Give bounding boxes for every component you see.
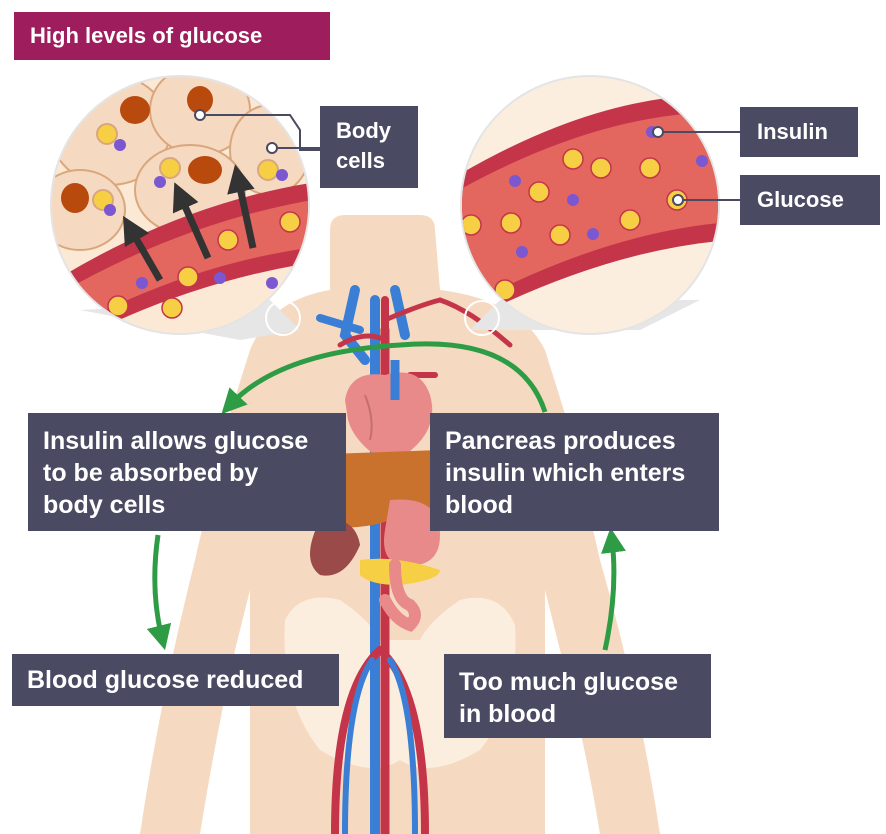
body-cells-label-line1: Body xyxy=(336,116,418,146)
step-insulin-allows: Insulin allows glucose to be absorbed by… xyxy=(28,413,346,531)
step-pancreas-line3: blood xyxy=(445,489,719,521)
step-insulin-allows-line3: body cells xyxy=(43,489,346,521)
insulin-label: Insulin xyxy=(740,107,858,157)
step-reduced-line1: Blood glucose reduced xyxy=(27,664,339,696)
step-insulin-allows-line2: to be absorbed by xyxy=(43,457,346,489)
step-reduced: Blood glucose reduced xyxy=(12,654,339,706)
step-too-much-line1: Too much glucose xyxy=(459,666,711,698)
step-pancreas-line2: insulin which enters xyxy=(445,457,719,489)
step-pancreas: Pancreas produces insulin which enters b… xyxy=(430,413,719,531)
step-insulin-allows-line1: Insulin allows glucose xyxy=(43,425,346,457)
step-too-much: Too much glucose in blood xyxy=(444,654,711,738)
glucose-label: Glucose xyxy=(740,175,880,225)
page-title: High levels of glucose xyxy=(14,12,330,60)
arrow-left-down xyxy=(155,535,162,638)
body-cells-label-line2: cells xyxy=(336,146,418,176)
step-pancreas-line1: Pancreas produces xyxy=(445,425,719,457)
magnified-blood-vessel xyxy=(450,70,730,340)
step-too-much-line2: in blood xyxy=(459,698,711,730)
body-cells-label: Body cells xyxy=(320,106,418,188)
